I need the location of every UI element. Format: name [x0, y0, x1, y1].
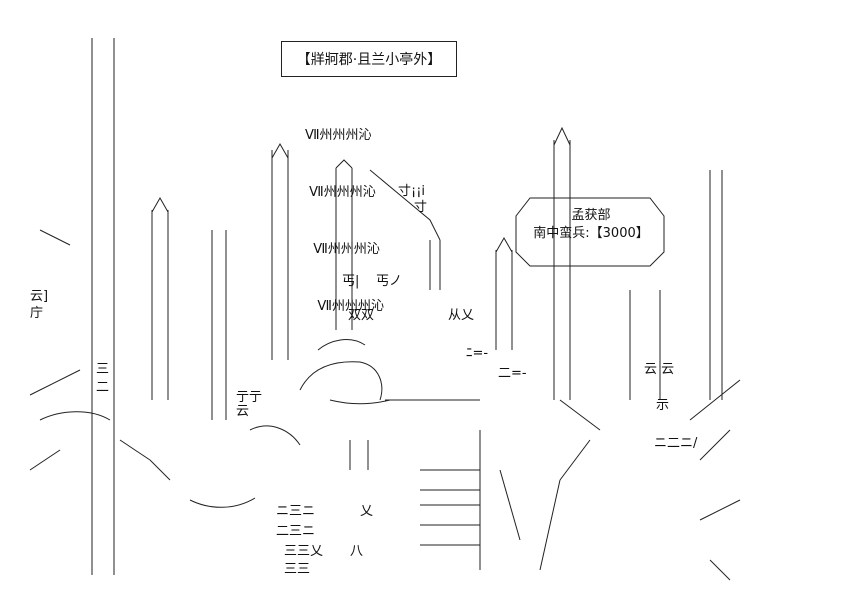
ascii-glyph: 亍亍 — [236, 390, 263, 405]
ascii-glyph: 云 — [236, 404, 250, 419]
ascii-glyph: 云 云 — [644, 362, 675, 377]
title-box: 【牂牁郡·且兰小亭外】 — [281, 41, 457, 77]
unit-label: 孟获部 南中蛮兵:【3000】 — [516, 207, 666, 243]
ascii-glyph: 八 — [350, 544, 364, 559]
ascii-glyph: 乂 — [360, 504, 374, 519]
ascii-glyph: ニ三ニ — [276, 504, 316, 519]
unit-strength: 南中蛮兵:【3000】 — [533, 226, 649, 241]
ascii-glyph: 从乂 — [448, 308, 475, 323]
ascii-glyph: 双双 — [348, 308, 375, 323]
ascii-glyph: 庁 — [30, 306, 44, 321]
ascii-glyph: ニ二ニ/ — [654, 436, 698, 451]
flag-line: Ⅶ州州州沁 — [305, 299, 384, 314]
ascii-glyph: 三三 — [284, 562, 311, 577]
flag-line: Ⅶ州州州沁 — [305, 185, 376, 200]
unit-name: 孟获部 — [571, 208, 611, 223]
ascii-glyph: 二 — [96, 380, 110, 395]
ascii-glyph: 云] — [30, 289, 49, 304]
flag-line: Ⅶ州州州沁 — [305, 242, 380, 257]
flag-line: Ⅶ州州州沁 — [305, 128, 372, 143]
banner-pole — [335, 159, 441, 330]
ascii-glyph: 寸¡¡i — [398, 184, 426, 199]
title-text: 【牂牁郡·且兰小亭外】 — [296, 52, 442, 68]
ascii-glyph: 寸 — [414, 200, 428, 215]
right-spears — [495, 126, 723, 400]
ascii-glyph: 二三ニ — [276, 524, 316, 539]
flag-text-block: Ⅶ州州州沁 Ⅶ州州州沁 Ⅶ州州州沁 Ⅶ州州州沁 — [305, 88, 384, 335]
ascii-glyph: 丐ノ — [376, 274, 403, 289]
ascii-glyph: ﾆ=- — [466, 346, 489, 361]
ascii-glyph: 二=- — [498, 366, 527, 381]
ascii-glyph: 丐| — [342, 274, 360, 289]
ascii-glyph: 三 — [96, 362, 110, 377]
ground-strokes — [29, 229, 741, 581]
central-figures — [189, 339, 481, 570]
ascii-glyph: 三三乂 — [284, 544, 324, 559]
ascii-glyph: 示 — [656, 398, 670, 413]
unit-label-frame — [515, 197, 665, 267]
left-spears — [91, 38, 289, 575]
